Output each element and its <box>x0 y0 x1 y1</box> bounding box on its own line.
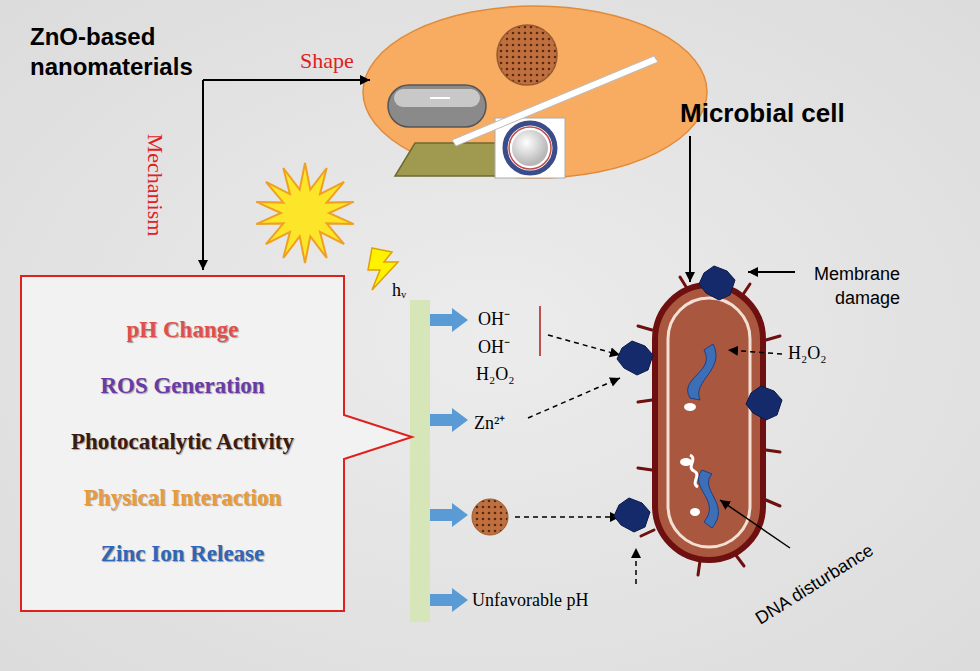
dna-strand <box>688 344 716 400</box>
pilus <box>766 500 780 506</box>
light-label: hᵥ <box>392 280 406 301</box>
dashed-arrow <box>728 350 782 354</box>
membrane-damage-patch <box>746 386 782 420</box>
mechanism-arrow <box>202 80 204 270</box>
species-label: H₂O₂ <box>788 343 827 364</box>
branch-label: Mechanism <box>142 134 168 237</box>
mechanism-item: Physical Interaction <box>20 470 345 526</box>
release-bar <box>410 300 430 622</box>
cell-vesicle <box>684 403 696 411</box>
pilus <box>638 468 652 470</box>
release-arrow <box>430 503 468 527</box>
mechanism-box: pH ChangeROS GenerationPhotocatalytic Ac… <box>20 275 345 612</box>
pilus <box>641 530 654 536</box>
dashed-arrow <box>635 548 637 584</box>
cell-arrow <box>689 136 691 282</box>
callout-border <box>21 276 412 611</box>
release-arrow <box>430 408 468 432</box>
nanorod-capsule <box>388 85 486 127</box>
pilus <box>766 450 780 452</box>
dna-fragment <box>690 455 698 487</box>
dna-arrow <box>720 500 790 548</box>
cell-inner-membrane <box>668 298 750 547</box>
species-label: OH⁻ <box>478 334 510 358</box>
sun-star <box>256 163 353 263</box>
species-label: OH⁻ <box>478 306 510 330</box>
pili-group <box>638 277 780 575</box>
dashed-arrow <box>548 335 620 355</box>
capsule-gloss <box>430 97 450 99</box>
pilus <box>698 561 700 575</box>
membrane-damage-patch <box>617 341 653 375</box>
damage-arrow <box>748 271 795 273</box>
porous-sphere <box>497 25 557 85</box>
species-label: H₂O₂ <box>476 364 515 385</box>
dashed-arrow <box>515 516 620 518</box>
species-label: Unfavorable pH <box>472 590 588 611</box>
cell-vesicle <box>680 458 692 466</box>
release-arrow <box>430 588 468 612</box>
species-label: Zn²⁺ <box>474 410 505 434</box>
callout-label: Membrane damage <box>800 262 900 310</box>
mechanism-item: pH Change <box>20 302 345 358</box>
nanowire-rod <box>452 56 658 146</box>
cell-vesicle <box>690 508 700 516</box>
membrane-damage-patch <box>614 498 650 532</box>
membrane-damage-patch <box>699 266 735 300</box>
core-sphere <box>512 130 548 166</box>
core-shell-panel <box>495 118 565 178</box>
title-label: ZnO-based nanomaterials <box>30 22 210 82</box>
nanoparticle <box>472 499 508 535</box>
capsule-highlight <box>394 89 480 107</box>
core-shell-inner-ring <box>509 127 551 169</box>
branch-label: Shape <box>300 48 354 74</box>
bracket-line <box>539 306 541 356</box>
core-shell-ring <box>505 123 555 173</box>
mechanism-item: Zinc Ion Release <box>20 526 345 582</box>
pilus <box>638 400 652 402</box>
pilus <box>766 336 780 340</box>
damage-group <box>614 266 782 532</box>
pilus <box>638 326 652 330</box>
mechanism-item: Photocatalytic Activity <box>20 414 345 470</box>
mechanism-item: ROS Generation <box>20 358 345 414</box>
shape-arrow <box>203 79 370 81</box>
shape-ellipse <box>363 6 707 178</box>
dna-strand <box>699 470 719 528</box>
dashed-arrow <box>528 378 620 418</box>
release-arrow <box>430 308 468 332</box>
cell-label: Microbial cell <box>680 98 845 129</box>
